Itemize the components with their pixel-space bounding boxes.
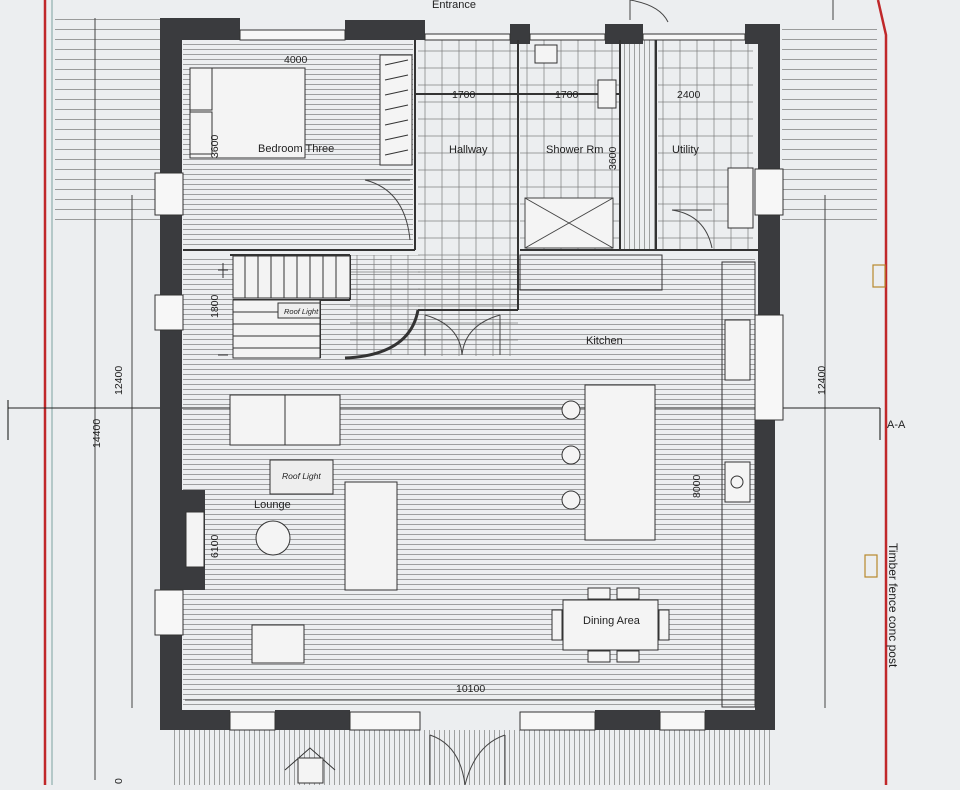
dining-area-label: Dining Area — [583, 615, 641, 627]
patio-table — [284, 747, 336, 784]
shower-tray — [524, 197, 614, 249]
dim-12400-left: 12400 — [113, 366, 125, 395]
dim-1700-a: 1700 — [452, 89, 476, 101]
dining-table-set — [551, 587, 670, 663]
bedroom-bed — [189, 67, 306, 159]
dim-4000: 4000 — [284, 54, 308, 66]
kitchen-worktop — [721, 261, 756, 708]
roof-light-small — [277, 302, 321, 319]
coffee-table — [255, 520, 291, 556]
dim-1800: 1800 — [209, 294, 221, 318]
hallway-label: Hallway — [449, 144, 488, 156]
dim-6100: 6100 — [209, 534, 221, 558]
kitchen-label: Kitchen — [586, 335, 623, 347]
site-boundary — [43, 0, 888, 785]
exterior-paving-right — [782, 20, 877, 220]
wash-basin — [534, 44, 558, 64]
wardrobe — [379, 54, 413, 166]
shower-rm-label: Shower Rm — [546, 144, 603, 156]
toilet — [597, 79, 617, 109]
landing-tiles — [350, 255, 420, 355]
dim-10100: 10100 — [456, 683, 485, 695]
internal-walls — [183, 40, 758, 358]
sofa-two — [344, 481, 398, 591]
roof-light-large — [269, 459, 334, 495]
utility-label: Utility — [672, 144, 699, 156]
dim-3600-a: 3600 — [209, 134, 221, 158]
dim-1700-b: 1700 — [555, 89, 579, 101]
lounge-label: Lounge — [254, 499, 291, 511]
dim-8000: 8000 — [691, 474, 703, 498]
roof-light-label-large: Roof Light — [282, 471, 321, 481]
dim-2400: 2400 — [677, 89, 701, 101]
dim-0: 0 — [113, 778, 125, 784]
bedroom-three-label: Bedroom Three — [258, 143, 334, 155]
external-walls — [160, 18, 780, 730]
timber-fence-note: Timber fence conc post — [886, 543, 900, 668]
rear-patio — [170, 730, 770, 785]
doors — [364, 0, 713, 786]
dim-14400: 14400 — [91, 419, 103, 448]
fireplace — [185, 511, 205, 568]
kitchen-counter-top — [519, 254, 663, 291]
windows — [154, 29, 784, 731]
hallway-tiles — [418, 38, 518, 356]
utility-floor — [622, 40, 657, 250]
dim-3600-b: 3600 — [607, 146, 619, 170]
armchair — [251, 624, 305, 664]
bar-stools — [561, 400, 581, 510]
exterior-paving-left — [55, 18, 160, 223]
curved-wall — [344, 309, 420, 360]
kitchen-island — [584, 384, 656, 541]
staircase — [218, 255, 351, 359]
entrance-label: Entrance — [432, 0, 476, 11]
dim-12400-right: 12400 — [816, 366, 828, 395]
utility-sink — [727, 167, 754, 229]
fence-posts — [864, 264, 886, 578]
roof-light-label-small: Roof Light — [284, 307, 319, 316]
section-marker: A-A — [887, 419, 906, 431]
